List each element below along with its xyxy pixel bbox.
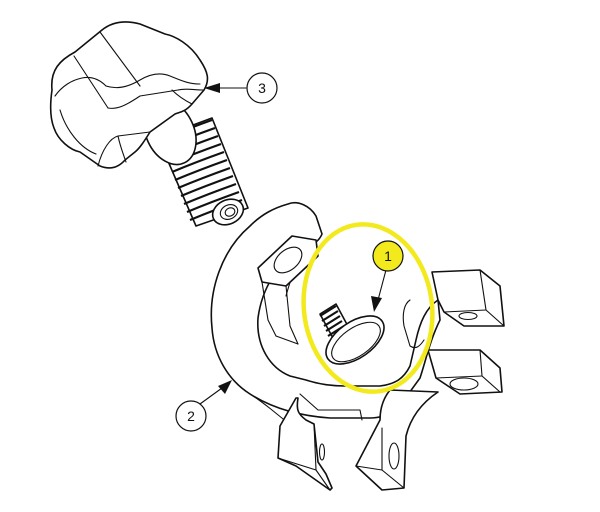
highlight-ring [301, 222, 435, 394]
nut-pocket [257, 235, 319, 345]
callout-1-label: 1 [384, 248, 392, 264]
lower-right-tab [427, 349, 503, 395]
clamp-body-part-2 [210, 201, 505, 491]
callout-3-label: 3 [258, 80, 266, 96]
callout-3-bubble [246, 72, 278, 104]
upper-right-tab [431, 269, 505, 327]
callout-2: 2 [175, 380, 232, 432]
lower-left-leg [277, 393, 363, 491]
callout-2-bubble [175, 400, 207, 432]
callout-3: 3 [204, 72, 278, 104]
callout-1: 1 [371, 240, 404, 312]
knob-body [49, 21, 209, 169]
knob-part-3 [49, 21, 249, 227]
callout-2-label: 2 [187, 408, 195, 424]
callout-1-bubble [372, 240, 404, 272]
screw-part-1 [319, 303, 385, 365]
lower-right-leg [355, 389, 439, 491]
